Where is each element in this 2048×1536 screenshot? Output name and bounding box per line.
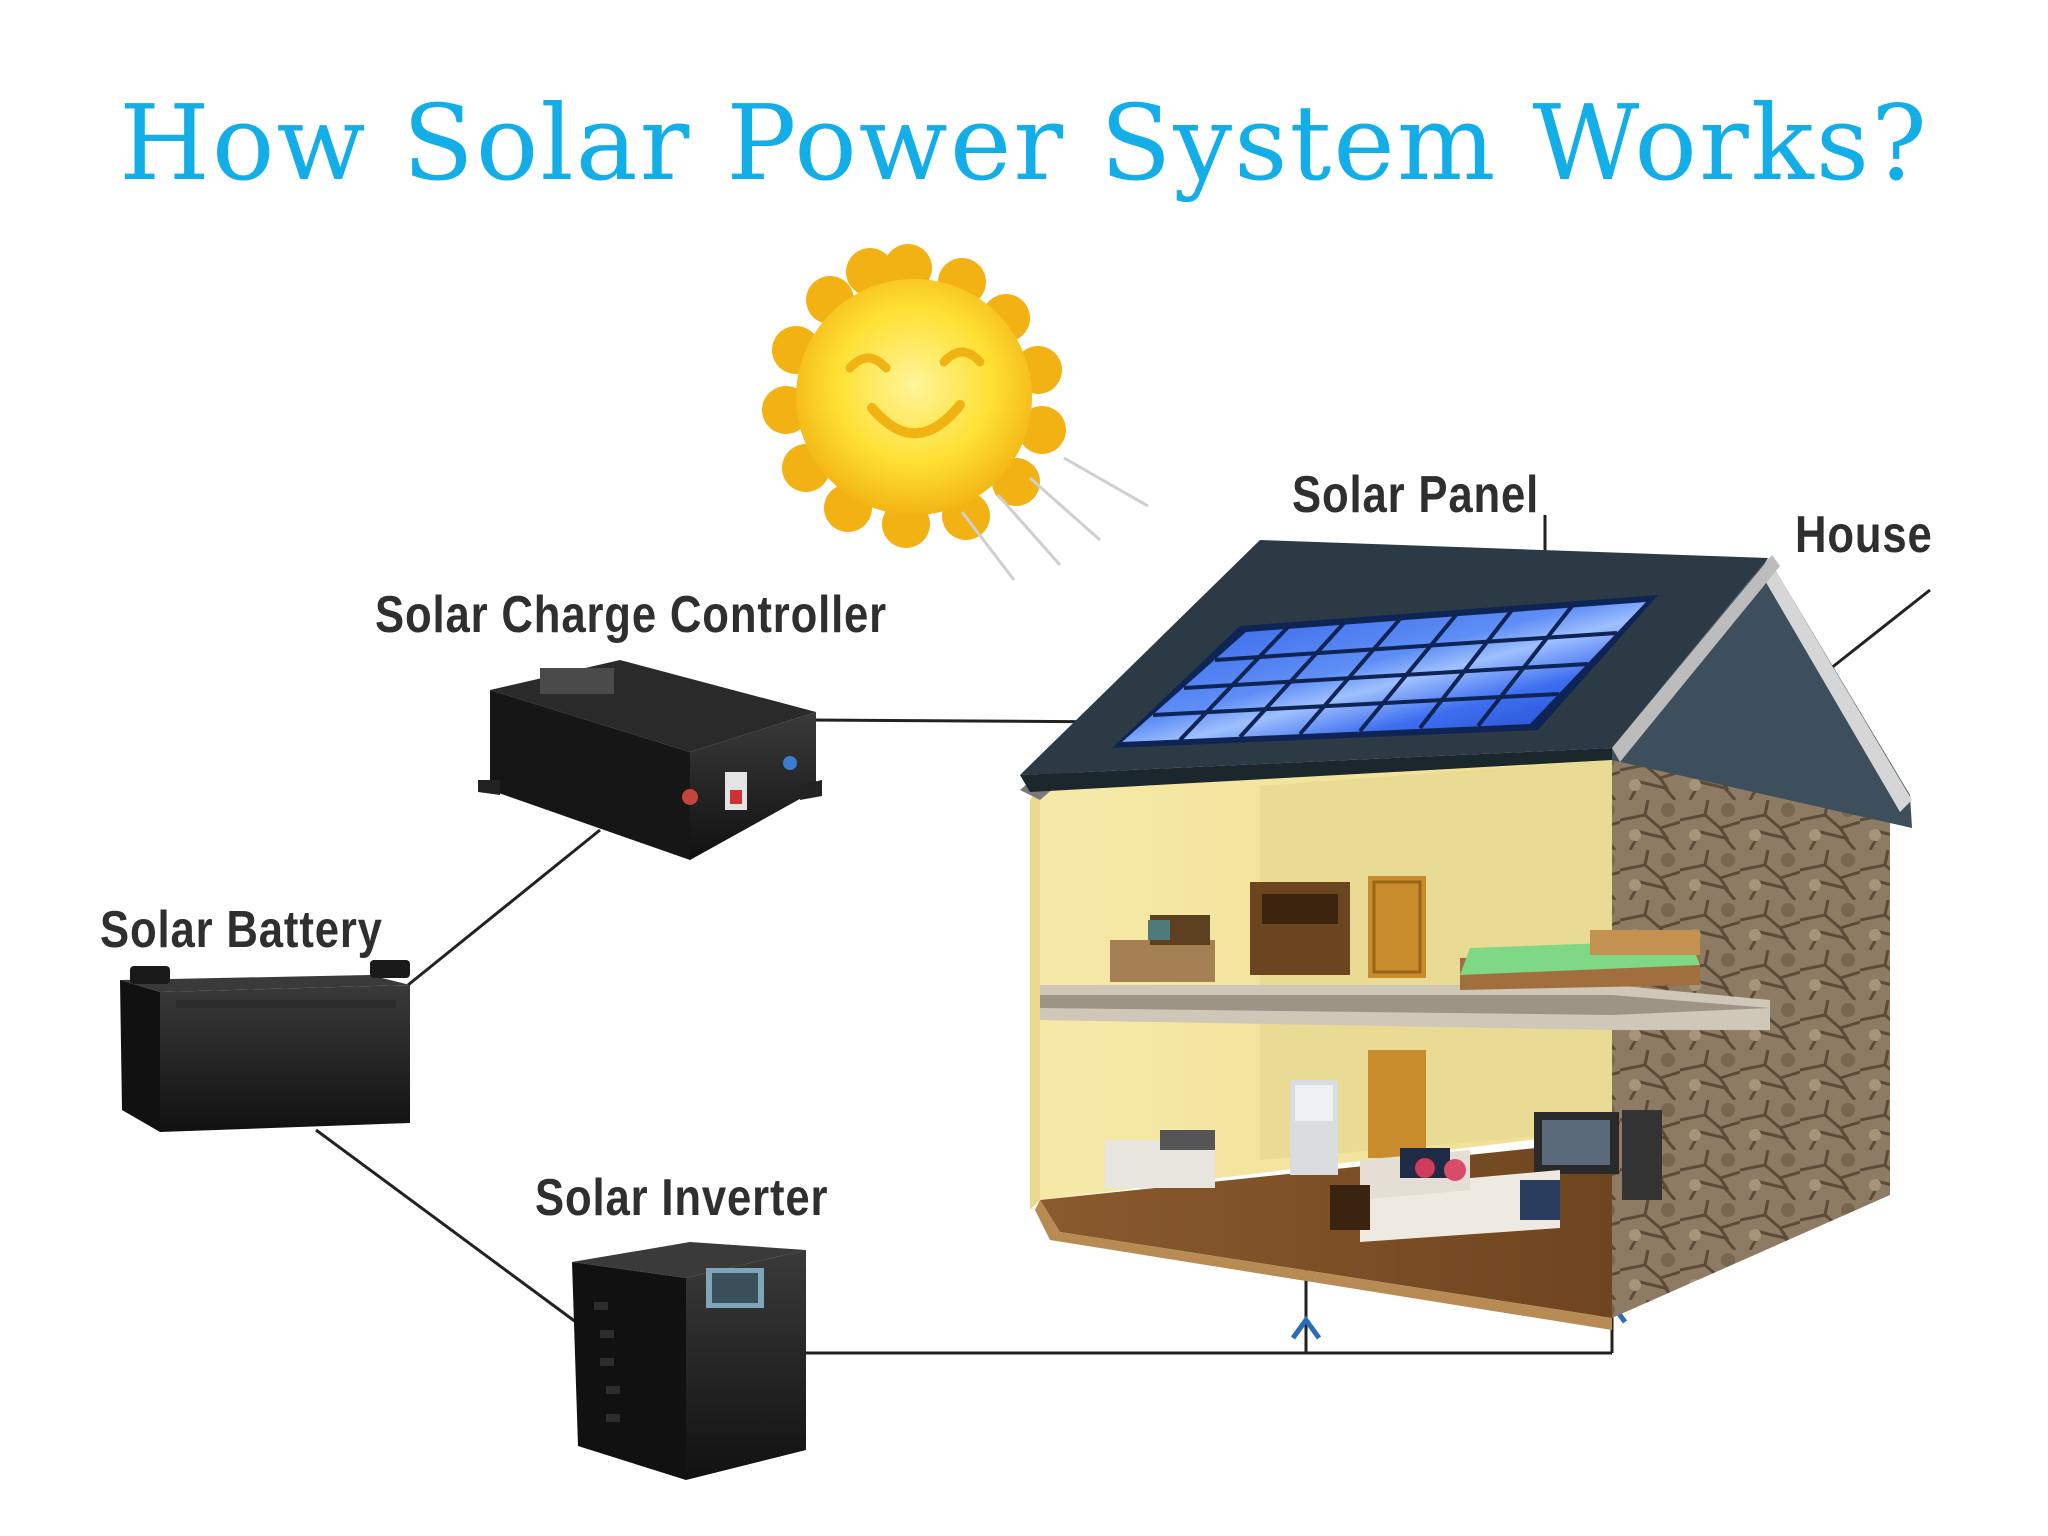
- label-house: House: [1795, 506, 1933, 564]
- inverter-icon: [572, 1242, 806, 1480]
- page-title: How Solar Power System Works?: [119, 82, 1929, 204]
- label-solar-inverter: Solar Inverter: [535, 1169, 829, 1227]
- label-solar-panel: Solar Panel: [1292, 466, 1540, 524]
- wiring: [315, 515, 1931, 1355]
- label-solar-charge-controller: Solar Charge Controller: [375, 586, 888, 644]
- sun-icon: [762, 244, 1149, 581]
- battery-icon: [120, 960, 410, 1132]
- label-solar-battery: Solar Battery: [100, 901, 383, 959]
- solar-panel-icon: [1112, 595, 1658, 748]
- charge-controller-icon: [478, 660, 822, 860]
